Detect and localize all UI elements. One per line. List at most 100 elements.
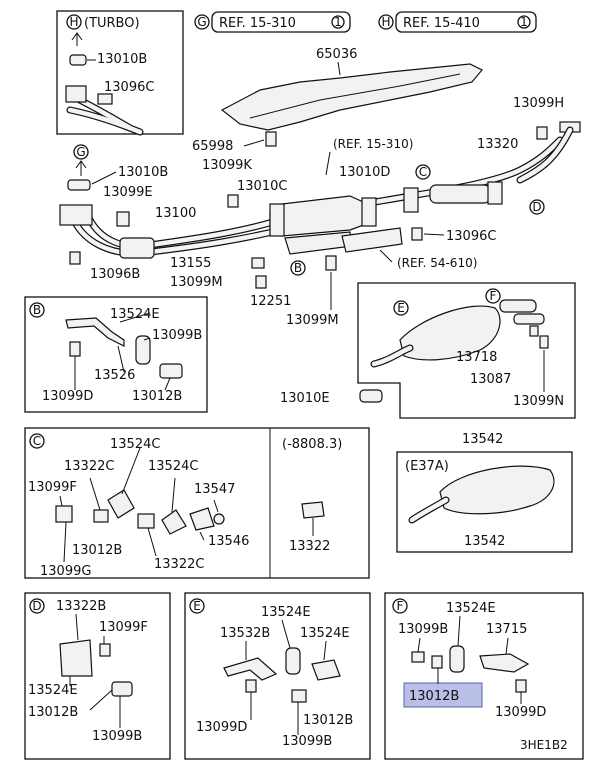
- tail-pipe-a: [499, 299, 537, 313]
- bolt-13099E: [116, 211, 130, 227]
- label-13155: 13155: [170, 256, 211, 271]
- tail-pipe-b: [513, 313, 545, 325]
- panel-d-label-1: 13322B: [56, 599, 106, 614]
- panel-f-label-1: 13524E: [446, 601, 496, 616]
- gasket-13010B: [67, 179, 91, 191]
- panel-f-13715: [479, 653, 530, 673]
- label-13010C: 13010C: [237, 179, 287, 194]
- panel-d-label-3: 13524E: [28, 683, 78, 698]
- bolt-13099K: [227, 194, 239, 208]
- label-13099M-b: 13099M: [286, 313, 339, 328]
- flange-13010C: [269, 203, 285, 237]
- turbo-flange: [65, 85, 87, 103]
- ref-15-310: (REF. 15-310): [333, 137, 413, 151]
- panel-ef-e: E: [397, 301, 405, 315]
- panel-c-label-3: 13099F: [28, 480, 77, 495]
- panel-e-bracket-2: [311, 659, 341, 681]
- panel-d-label-2: 13099F: [99, 620, 148, 635]
- turbo-nut: [97, 93, 113, 105]
- h-ref-circle: H: [381, 15, 390, 29]
- panel-b-label-5: 13012B: [132, 389, 182, 404]
- panel-b-bracket: [65, 317, 125, 347]
- turbo-arrow-icon: [71, 32, 83, 46]
- panel-f-hanger: [449, 645, 465, 673]
- panel-d-bolt: [99, 643, 111, 657]
- h-ref-text: REF. 15-410: [403, 16, 480, 31]
- label-13099N: 13099N: [513, 394, 564, 409]
- panel-b-label-1: 13524E: [110, 307, 160, 322]
- heat-shield-65036: [220, 63, 483, 131]
- panel-c-label-9: 13322C: [154, 557, 204, 572]
- highlight-13012B: [403, 682, 483, 708]
- g-ref-num: 1: [334, 15, 342, 29]
- panel-c-label-8: 13099G: [40, 564, 91, 579]
- nut-13096B: [69, 251, 81, 265]
- label-65998: 65998: [192, 139, 233, 154]
- label-13010E: 13010E: [280, 391, 330, 406]
- label-13718: 13718: [456, 350, 497, 365]
- front-cat: [119, 237, 155, 259]
- nut-13096C: [411, 227, 423, 241]
- panel-c-label-2: 13322C: [64, 459, 114, 474]
- spring-13087: [529, 325, 539, 337]
- panel-c-13546: [189, 507, 215, 531]
- c-marker: C: [419, 165, 427, 179]
- label-13096C-turbo: 13096C: [104, 80, 154, 95]
- panel-b-bolt: [69, 341, 81, 357]
- panel-f-bolt: [411, 651, 425, 663]
- flange-13010D: [361, 197, 377, 227]
- panel-e-label-6: 13099B: [282, 734, 332, 749]
- h-ref-num: 1: [520, 15, 528, 29]
- panel-c-letter: C: [33, 434, 41, 448]
- panel-e37a-title: (E37A): [405, 459, 449, 474]
- panel-e-label-5: 13012B: [303, 713, 353, 728]
- label-13099K: 13099K: [202, 158, 252, 173]
- turbo-circle: [66, 14, 82, 30]
- panel-e-bracket: [223, 657, 278, 681]
- panel-c-box: [24, 427, 370, 579]
- bolt-13099H: [536, 126, 548, 140]
- panel-b-letter: B: [33, 303, 41, 317]
- panel-c-13322: [301, 501, 325, 519]
- panel-c-label-5: 13547: [194, 482, 235, 497]
- panel-c-hanger-1: [107, 489, 135, 519]
- flange-c: [403, 187, 419, 213]
- panel-c-label-4: 13524C: [148, 459, 198, 474]
- panel-f-label-4: 13012B: [409, 689, 459, 704]
- panel-ef-f: F: [490, 289, 497, 303]
- panel-c-label-7: 13546: [208, 534, 249, 549]
- panel-b-hanger: [135, 335, 151, 365]
- panel-d-letter: D: [32, 599, 41, 613]
- center-pipe: [429, 184, 491, 204]
- panel-c-sub-label: 13322: [289, 539, 330, 554]
- panel-e-label-2: 13532B: [220, 626, 270, 641]
- catalytic-converter: [269, 195, 373, 237]
- panel-c-label-6: 13012B: [72, 543, 122, 558]
- label-13542: 13542: [462, 432, 503, 447]
- panel-d-nut: [111, 681, 133, 697]
- b-marker: B: [294, 261, 302, 275]
- label-13100: 13100: [155, 206, 196, 221]
- panel-c-bolt: [55, 505, 73, 523]
- panel-d-box: [24, 592, 171, 760]
- panel-f-label-5: 13099D: [495, 705, 546, 720]
- panel-f-13099D: [515, 679, 527, 693]
- label-13099E: 13099E: [103, 185, 153, 200]
- label-65036: 65036: [316, 47, 357, 62]
- label-13096B: 13096B: [90, 267, 140, 282]
- bracket-ref54: [341, 227, 403, 253]
- bolt-13099N: [539, 335, 549, 349]
- gasket-13010E: [359, 389, 383, 403]
- label-13099H: 13099H: [513, 96, 564, 111]
- panel-b-box: [24, 296, 208, 413]
- panel-e-letter: E: [193, 599, 201, 613]
- panel-e-label-1: 13524E: [261, 605, 311, 620]
- panel-c-label-1: 13524C: [110, 437, 160, 452]
- turbo-inset-box: [56, 10, 184, 135]
- g-arrow-icon: [75, 160, 87, 176]
- label-13010D: 13010D: [339, 165, 390, 180]
- turbo-circle-letter: H: [69, 15, 78, 29]
- d-marker: D: [532, 200, 541, 214]
